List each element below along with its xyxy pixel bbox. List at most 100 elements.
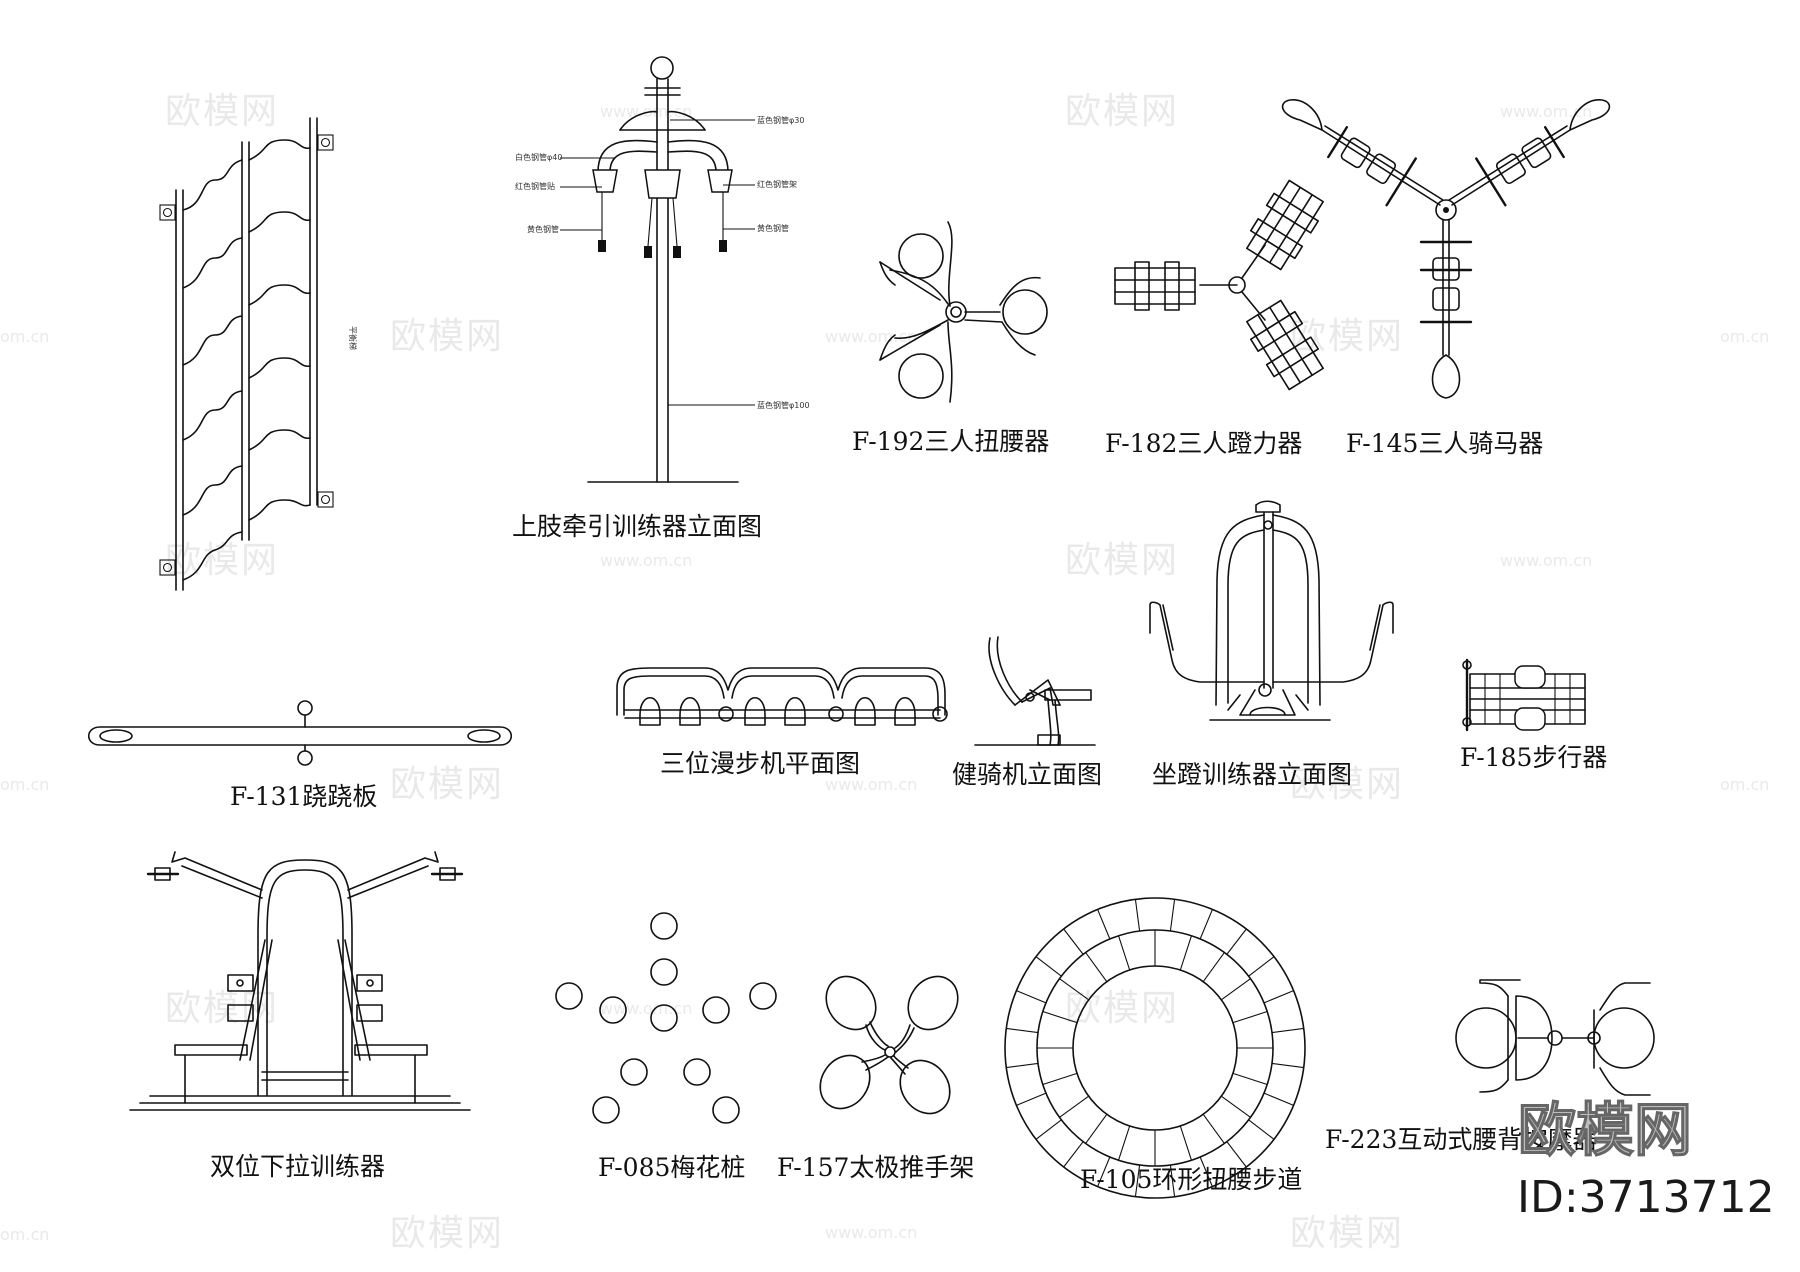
watermark-text: 欧模网	[1290, 764, 1404, 805]
equipment-caption: F-105环形扭腰步道	[1080, 1165, 1302, 1194]
ring-segment-line	[1226, 1141, 1247, 1168]
ring-segment-line	[1169, 899, 1176, 932]
balance-ladder-drawing: 平衡梯	[159, 117, 358, 591]
watermark-url: www.om.cn	[1500, 102, 1592, 121]
ring-segment-line	[1035, 956, 1062, 977]
ring-segment-line	[1199, 1156, 1213, 1187]
ring-segment-line	[1035, 1119, 1062, 1140]
annotation-label: 黄色钢管	[757, 223, 789, 233]
ring-segment-line	[1063, 928, 1084, 955]
ring-segment-line	[1232, 1011, 1268, 1024]
equipment-caption: F-192三人扭腰器	[852, 427, 1049, 456]
ring-segment-line	[1016, 990, 1047, 1004]
ring-segment-line	[1006, 1027, 1039, 1034]
ring-segment-line	[1202, 952, 1225, 982]
equipment-caption: 坐蹬训练器立面图	[1152, 760, 1352, 789]
ring-segments-inner	[1037, 930, 1273, 1166]
ring-segments-outer	[1006, 899, 1304, 1197]
ring-segment-line	[1085, 1114, 1108, 1144]
equipment-caption: F-145三人骑马器	[1346, 429, 1543, 458]
watermark-url: www.om.cn	[825, 1223, 917, 1242]
ring-segment-line	[1134, 899, 1141, 932]
equipment-caption: 健骑机立面图	[952, 760, 1102, 789]
ring-segment-line	[1118, 935, 1131, 971]
annotation-label: 蓝色钢管φ30	[757, 115, 804, 125]
brand-logo: 欧模网	[1518, 1096, 1692, 1164]
watermark-url: www.om.cn	[825, 775, 917, 794]
equipment-caption: F-157太极推手架	[777, 1153, 974, 1182]
ring-segment-line	[1263, 1092, 1294, 1106]
ring-segment-line	[1042, 1072, 1078, 1085]
watermark-text: 欧模网	[1065, 91, 1179, 132]
watermark-url: www.om.cn	[600, 551, 692, 570]
ring-segment-line	[1016, 1092, 1047, 1106]
annotation-label: 白色钢管φ40	[515, 152, 562, 162]
ring-segment-line	[1179, 1125, 1192, 1161]
equipment-caption: 双位下拉训练器	[210, 1152, 385, 1181]
leg-press-drawing	[1114, 179, 1324, 391]
watermark-text: 欧模网	[1065, 988, 1179, 1029]
ring-segment-line	[1226, 928, 1247, 955]
ring-segment-line	[1248, 1119, 1275, 1140]
seesaw-drawing	[87, 700, 513, 766]
watermark-layer: 欧模网 www.om.cn 欧模网 www.om.cn om.cn 欧模网 ww…	[0, 91, 1769, 1254]
watermark-url: om.cn	[0, 327, 49, 346]
watermark-url: om.cn	[1720, 775, 1769, 794]
waist-twister-drawing	[879, 221, 1048, 403]
ring-segment-line	[1006, 1062, 1039, 1069]
ring-segment-line	[1199, 909, 1213, 940]
ring-segment-line	[1232, 1072, 1268, 1085]
equipment-caption: F-185步行器	[1460, 743, 1607, 772]
annotation-label: 平衡梯	[348, 326, 358, 350]
equipment-caption: 三位漫步机平面图	[660, 749, 860, 778]
brand-id: ID:3713712	[1517, 1172, 1775, 1223]
ring-segment-line	[1118, 1125, 1131, 1161]
ring-segment-line	[1097, 909, 1111, 940]
annotation-label: 红色钢管架	[757, 179, 797, 189]
horse-rider-drawing	[1281, 99, 1611, 399]
ring-segment-line	[1085, 952, 1108, 982]
riding-machine-drawing	[974, 636, 1096, 746]
ring-segment-line	[1134, 1164, 1141, 1197]
annotation-label: 黄色钢管	[527, 224, 559, 234]
equipment-caption: F-182三人蹬力器	[1105, 429, 1302, 458]
ring-segment-line	[1059, 1095, 1089, 1118]
annotation-label: 红色钢管贴	[515, 181, 555, 191]
site-branding: 欧模网 ID:3713712	[1517, 1095, 1775, 1223]
ring-segment-line	[1263, 990, 1294, 1004]
equipment-caption: F-131跷跷板	[230, 782, 377, 811]
equipment-caption: 上肢牵引训练器立面图	[512, 512, 762, 541]
equipment-caption: F-085梅花桩	[598, 1153, 745, 1182]
watermark-url: www.om.cn	[825, 327, 917, 346]
watermark-text: 欧模网	[1065, 540, 1179, 581]
watermark-text: 欧模网	[1290, 1213, 1404, 1254]
ring-segment-line	[1221, 1095, 1251, 1118]
three-position-walker-drawing	[616, 667, 948, 726]
ring-segment-line	[1059, 978, 1089, 1001]
ring-segment-line	[1221, 978, 1251, 1001]
watermark-url: www.om.cn	[1500, 551, 1592, 570]
ring-segment-line	[1169, 1164, 1176, 1197]
ring-segment-line	[1097, 1156, 1111, 1187]
upper-limb-traction-drawing: 蓝色钢管φ30 白色钢管φ40 红色钢管贴 红色钢管架 黄色钢管 黄色钢管 蓝色…	[515, 56, 810, 483]
ring-segment-line	[1202, 1114, 1225, 1144]
ring-segment-line	[1271, 1027, 1304, 1034]
pull-down-trainer-drawing	[129, 851, 471, 1111]
seated-leg-trainer-drawing	[1149, 500, 1394, 721]
ring-segment-line	[1063, 1141, 1084, 1168]
watermark-text: 欧模网	[390, 316, 504, 357]
tai-chi-frame-drawing	[819, 975, 959, 1115]
watermark-url: www.om.cn	[600, 999, 692, 1018]
ring-segment-line	[1179, 935, 1192, 971]
ring-segment-line	[1042, 1011, 1078, 1024]
ring-segment-line	[1271, 1062, 1304, 1069]
watermark-text: 欧模网	[1290, 316, 1404, 357]
walker-pedals	[639, 697, 916, 726]
stepper-drawing	[1462, 658, 1586, 732]
watermark-text: 欧模网	[390, 1213, 504, 1254]
ring-walkway-drawing	[1004, 897, 1306, 1199]
waist-back-massager-drawing	[1455, 979, 1655, 1096]
watermark-text: 欧模网	[165, 91, 279, 132]
watermark-url: om.cn	[0, 1225, 49, 1244]
